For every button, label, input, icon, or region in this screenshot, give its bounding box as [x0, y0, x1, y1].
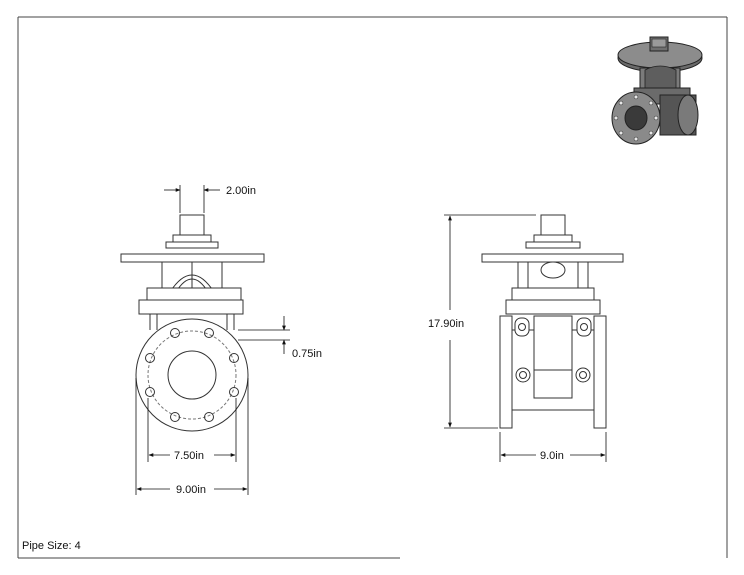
isometric-view	[611, 36, 703, 145]
bolt-circle-dimension: 7.50in	[174, 450, 204, 462]
front-view-dimensions	[135, 185, 290, 495]
pipe-size-label: Pipe Size: 4	[22, 540, 81, 552]
bolt-offset-dimension: 0.75in	[292, 348, 322, 360]
face-to-face-dimension: 9.0in	[540, 450, 564, 462]
sheet-border	[17, 16, 728, 559]
stem-width-dimension: 2.00in	[226, 185, 256, 197]
side-view	[481, 214, 624, 429]
flange-diameter-dimension: 9.00in	[176, 484, 206, 496]
overall-height-dimension: 17.90in	[428, 318, 464, 330]
front-view	[120, 214, 265, 432]
side-view-dimensions	[444, 214, 607, 462]
